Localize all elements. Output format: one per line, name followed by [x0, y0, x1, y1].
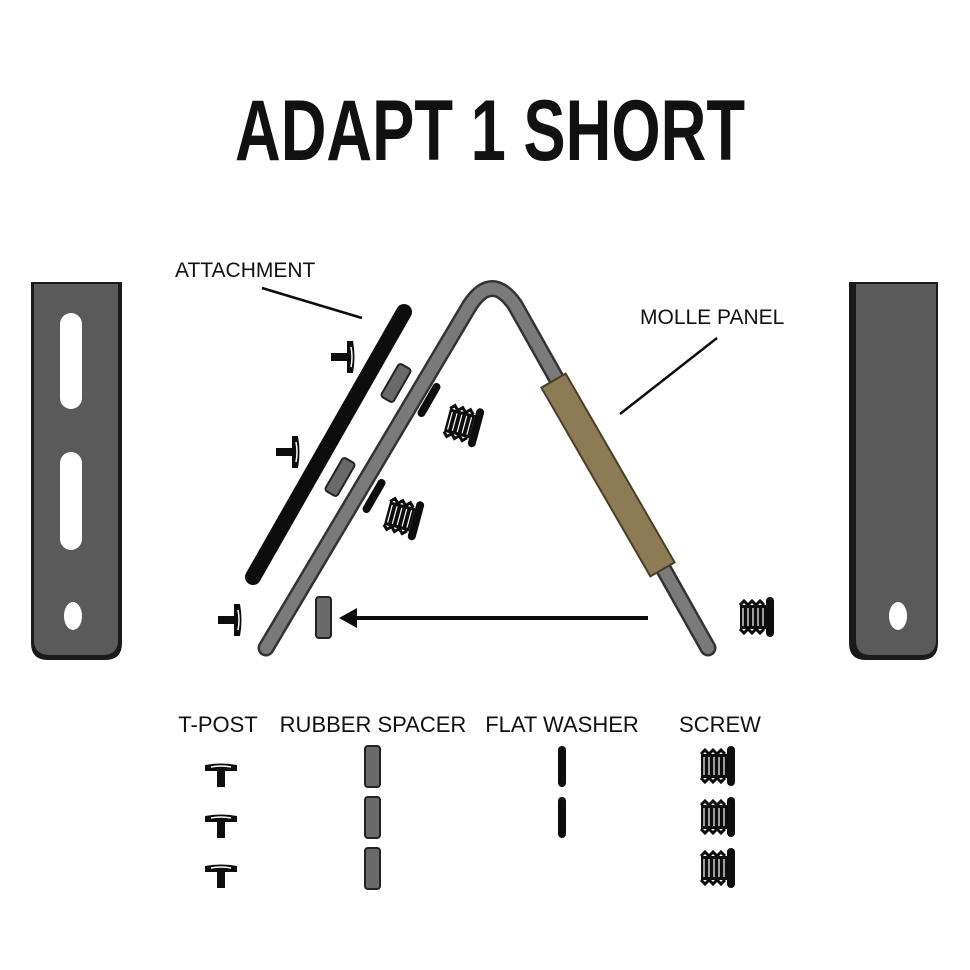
legend-spacer-icon — [364, 847, 381, 890]
right-bracket — [849, 282, 938, 660]
tpost — [217, 603, 243, 637]
legend-tpost-icon — [204, 863, 238, 889]
attachment-leader-line — [261, 286, 363, 320]
screw — [440, 399, 487, 450]
rubber-spacer — [380, 363, 412, 403]
molle-panel-label: MOLLE PANEL — [640, 306, 784, 329]
legend-screw-icon — [699, 795, 737, 839]
attachment-plate — [245, 304, 412, 585]
molle-panel-leader-line — [619, 337, 718, 415]
legend-label-flat-washer: FLAT WASHER — [485, 712, 639, 737]
bracket-slot-middle — [60, 452, 82, 550]
legend-label-tpost: T-POST — [178, 712, 257, 737]
screw — [380, 492, 427, 543]
bracket-hole — [64, 602, 82, 630]
legend-label-screw: SCREW — [679, 712, 761, 737]
tpost — [330, 340, 356, 374]
legend-tpost-icon — [204, 813, 238, 839]
legend-label-rubber-spacer: RUBBER SPACER — [280, 712, 467, 737]
legend-spacer-icon — [364, 745, 381, 788]
direction-arrow — [339, 608, 648, 628]
screw — [738, 595, 776, 639]
tpost — [275, 435, 301, 469]
legend-screw-icon — [699, 846, 737, 890]
bracket-hole — [889, 602, 907, 630]
molle-panel — [257, 280, 717, 657]
page-title: ADAPT 1 SHORT — [235, 83, 745, 179]
rubber-spacer — [315, 596, 332, 639]
left-bracket — [31, 282, 122, 660]
flat-washer — [417, 383, 441, 417]
legend-washer-icon — [558, 797, 566, 838]
molle-wrap — [540, 372, 676, 578]
parts-legend: T-POST RUBBER SPACER FLAT WASHER SCREW — [178, 712, 761, 890]
legend-spacer-icon — [364, 796, 381, 839]
legend-screw-icon — [699, 744, 737, 788]
attachment-label: ATTACHMENT — [175, 259, 316, 282]
flat-washer — [362, 479, 386, 513]
bracket-slot-upper — [60, 313, 82, 409]
legend-tpost-icon — [204, 762, 238, 788]
legend-washer-icon — [558, 746, 566, 787]
rubber-spacer — [324, 457, 356, 497]
